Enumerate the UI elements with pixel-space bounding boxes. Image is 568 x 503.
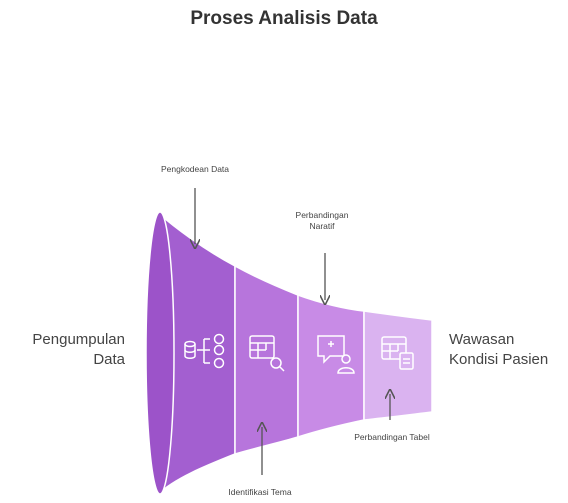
output-label: Wawasan Kondisi Pasien — [449, 330, 548, 370]
table-search-icon — [249, 335, 285, 372]
annotation-identifikasi-tema-text: Identifikasi Tema — [228, 487, 292, 497]
chat-user-icon — [317, 335, 355, 374]
annotation-pengkodean-data: Pengkodean Data — [120, 164, 270, 175]
annotation-perbandingan-naratif-line-2: Naratif — [309, 221, 335, 231]
input-label-line-1: Pengumpulan — [32, 331, 125, 348]
annotation-perbandingan-tabel: Perbandingan Tabel — [312, 432, 472, 443]
annotation-identifikasi-tema: Identifikasi Tema — [170, 487, 350, 498]
output-label-line-1: Wawasan — [449, 331, 515, 348]
annotation-perbandingan-tabel-text: Perbandingan Tabel — [354, 432, 430, 442]
table-document-icon — [381, 336, 414, 370]
diagram-title: Proses Analisis Data — [190, 8, 378, 29]
input-label-line-2: Data — [93, 351, 125, 368]
funnel-segment-perbandingan-tabel — [363, 310, 433, 421]
annotation-pengkodean-data-text: Pengkodean Data — [160, 164, 230, 174]
funnel-segment-identifikasi-tema — [234, 264, 299, 456]
annotation-perbandingan-naratif: Perbandingan Naratif — [252, 210, 392, 232]
input-label: Pengumpulan Data — [32, 330, 125, 370]
funnel-mouth — [145, 211, 175, 495]
data-hierarchy-icon — [184, 333, 225, 369]
annotation-perbandingan-naratif-line-1: Perbandingan — [295, 210, 349, 220]
funnel-segment-perbandingan-naratif — [297, 293, 365, 439]
output-label-line-2: Kondisi Pasien — [449, 351, 549, 368]
